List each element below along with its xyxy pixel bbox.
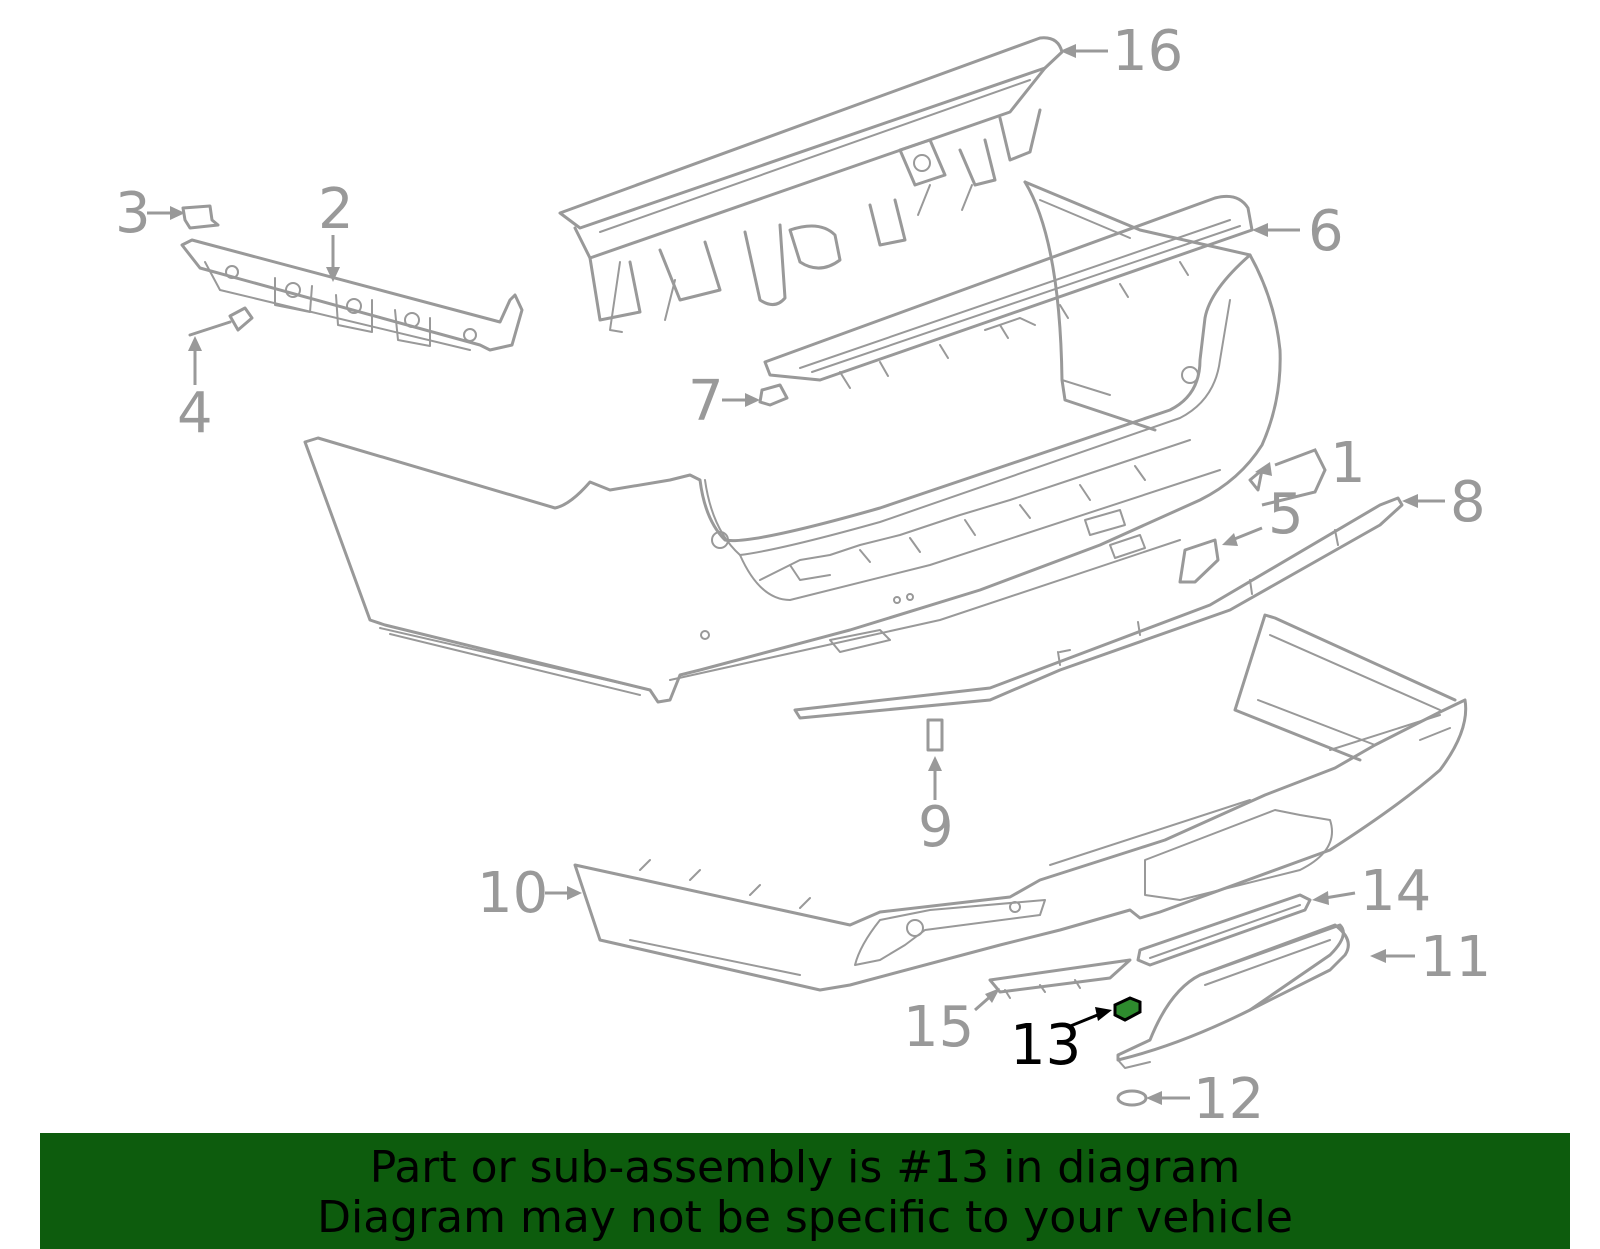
- callout-label-5: 5: [1268, 482, 1304, 547]
- callout-label-8: 8: [1450, 470, 1486, 535]
- part-5-cover: [1178, 538, 1220, 584]
- callout-label-9: 9: [918, 795, 954, 860]
- rear-frame: [1023, 180, 1252, 432]
- part-1-bumper-fascia: [303, 253, 1282, 704]
- part-7-bracket: [758, 383, 789, 407]
- part-11-cover: [1116, 923, 1350, 1069]
- callout-label-1: 1: [1330, 431, 1366, 496]
- part-14-strip: [1136, 893, 1312, 967]
- callout-label-15: 15: [903, 995, 974, 1060]
- callout-label-13-highlighted: 13: [1010, 1013, 1081, 1078]
- callout-label-6: 6: [1308, 199, 1344, 264]
- callout-label-12: 12: [1193, 1067, 1264, 1132]
- callout-label-16: 16: [1112, 19, 1183, 84]
- part-3-clip: [181, 204, 220, 230]
- callout-label-7: 7: [688, 369, 724, 434]
- part-4-bolt: [188, 306, 254, 337]
- part-8-molding: [793, 496, 1404, 720]
- part-15-strip: [988, 958, 1132, 999]
- callout-label-2: 2: [318, 177, 354, 242]
- callout-label-14: 14: [1360, 859, 1431, 924]
- info-banner: Part or sub-assembly is #13 in diagram D…: [40, 1133, 1570, 1249]
- callout-labels: 16 6 3 2 4 7 1 5 8 9 10 14 11 15 13 12: [115, 19, 1491, 1132]
- part-12-grommet: [1116, 1089, 1148, 1107]
- callout-label-11: 11: [1420, 925, 1491, 990]
- banner-line-1: Part or sub-assembly is #13 in diagram: [369, 1142, 1241, 1193]
- callout-label-10: 10: [477, 861, 548, 926]
- callout-label-4: 4: [177, 381, 213, 446]
- callout-arrows: [147, 44, 1445, 1105]
- part-10-lower-fascia: [573, 613, 1468, 992]
- part-6-upper-trim: [763, 194, 1254, 389]
- part-13-clip-highlighted: [1113, 996, 1142, 1022]
- part-16-impact-bar: [558, 36, 1064, 333]
- part-9-retainer: [926, 718, 944, 752]
- banner-line-2: Diagram may not be specific to your vehi…: [317, 1192, 1293, 1243]
- part-2-bracket: [180, 238, 524, 352]
- callout-label-3: 3: [115, 181, 151, 246]
- callout-arrow-13: [1067, 1007, 1112, 1029]
